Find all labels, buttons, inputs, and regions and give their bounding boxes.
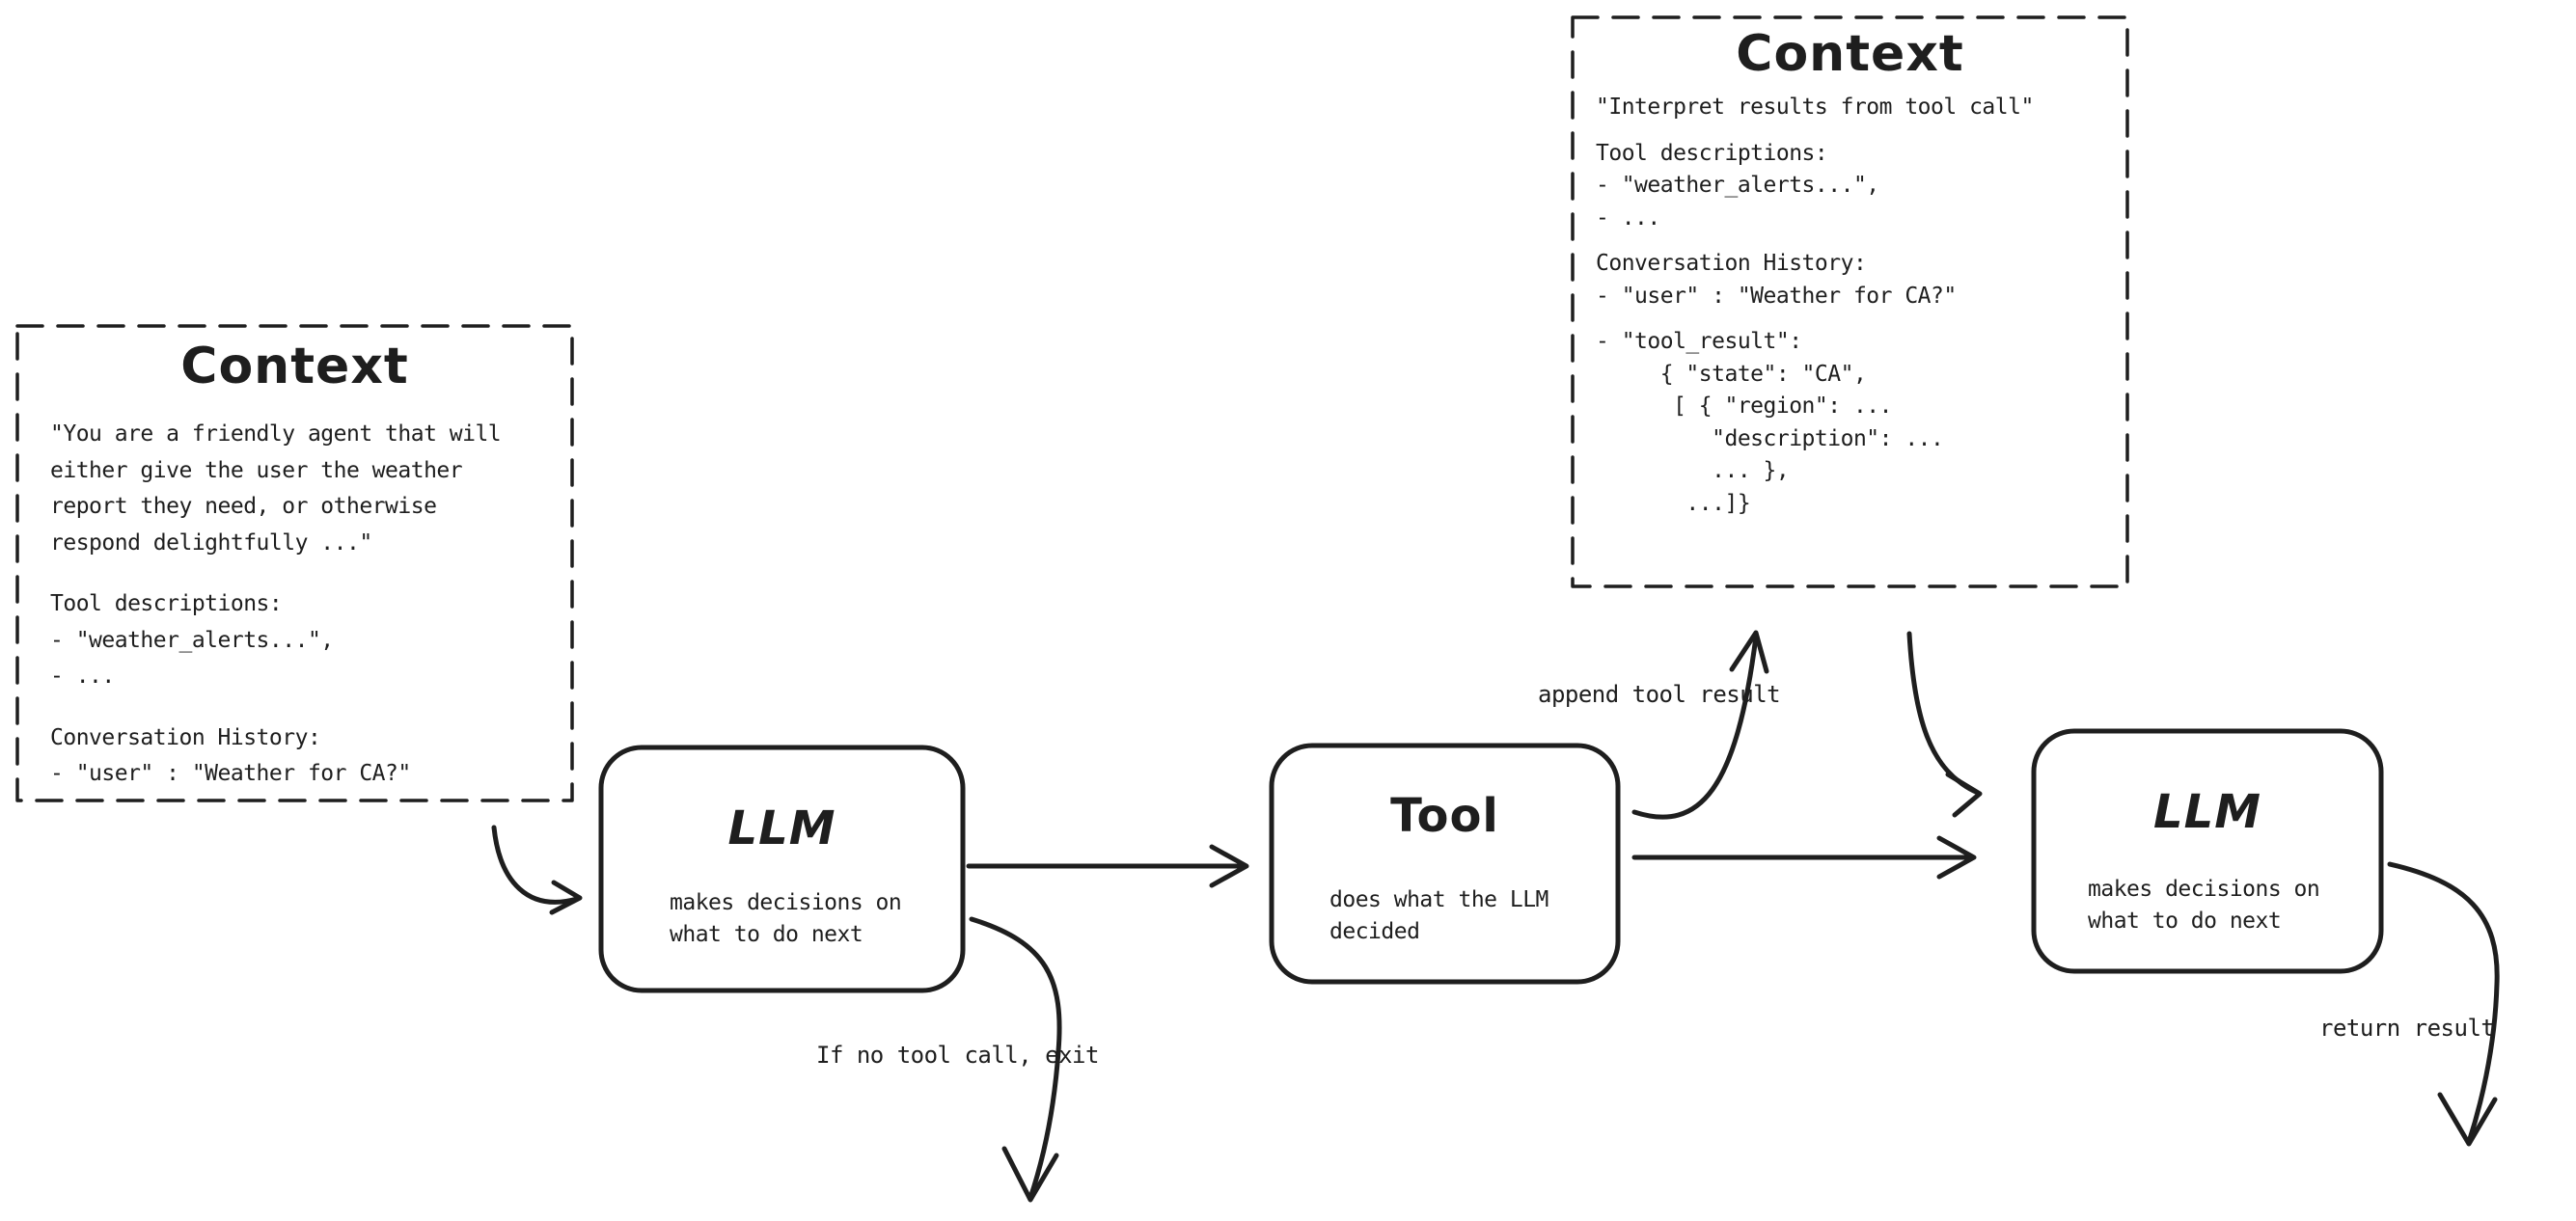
llm2-node-title: LLM [2153,785,2261,839]
context-after-tool-line: Tool descriptions: [1596,140,1828,166]
context-initial-title: Context [180,338,409,395]
context-after-tool-line: { "state": "CA", [1596,361,1867,387]
arrow-llm2-return [2387,861,2500,1145]
tool-node-desc: does what the LLM decided [1329,884,1548,948]
context-initial-line [50,561,552,586]
arrow-llm1-exit [969,916,1062,1201]
llm2-node-outline [2031,728,2384,974]
context-after-tool-line: ...]} [1596,490,1751,516]
llm1-desc-line: what to do next [670,922,863,947]
arrowhead-tool-to-context-after-tool [1729,630,1769,674]
context-initial-line: - "user" : "Weather for CA?" [50,761,411,786]
llm1-node-title: LLM [727,801,836,855]
context-after-tool-line: "description": ... [1596,425,1944,451]
context-initial-line: - "weather_alerts...", [50,627,334,653]
llm1-node-desc: makes decisions on what to do next [670,887,902,951]
arrow-context-after-tool-to-llm2 [1906,631,1981,796]
context-after-tool-body: "Interpret results from tool call" Tool … [1596,92,2107,520]
tool-node-outline [1269,743,1621,985]
llm2-node-desc: makes decisions on what to do next [2088,874,2320,937]
context-initial-line: either give the user the weather [50,457,463,483]
context-after-tool-line: Conversation History: [1596,251,1867,276]
context-after-tool-line: ... }, [1596,458,1790,483]
arrow-context-initial-to-llm1 [491,825,580,905]
arrowhead-tool-to-llm2 [1936,835,1977,880]
llm2-desc-line: makes decisions on [2088,877,2320,902]
arrowhead-llm2-return [2437,1092,2498,1147]
context-initial-line: report they need, or otherwise [50,494,437,519]
context-after-tool-line [1596,234,2107,248]
arrowhead-context-initial-to-llm1 [549,880,583,915]
context-after-tool-line: - ... [1596,204,1660,231]
context-after-tool-title: Context [1736,25,1964,83]
arrow-tool-to-context-after-tool [1631,634,1759,820]
context-after-tool-line: - "weather_alerts...", [1596,173,1879,198]
context-after-tool-line [1596,312,2107,326]
context-initial-line: respond delightfully ..." [50,529,372,556]
arrowhead-llm1-exit [1001,1146,1059,1203]
context-initial-line: - ... [50,664,115,689]
tool-desc-line: does what the LLM [1329,887,1548,912]
tool-node-title: Tool [1390,789,1499,843]
context-initial-line [50,695,552,720]
context-after-tool-line: - "tool_result": [1596,329,1802,354]
context-initial-line: "You are a friendly agent that will [50,421,502,447]
context-after-tool-line [1596,124,2107,138]
append-tool-result-label: append tool result [1538,681,1781,708]
context-after-tool-line: - "user" : "Weather for CA?" [1596,283,1957,309]
context-initial-box-outline [15,324,574,802]
context-initial-line: Conversation History: [50,724,321,750]
tool-desc-line: decided [1329,919,1420,944]
context-after-tool-line: "Interpret results from tool call" [1596,95,2034,120]
context-initial-line: Tool descriptions: [50,591,283,616]
context-after-tool-line: [ { "region": ... [1596,393,1892,419]
llm1-node-outline [598,745,966,993]
return-result-label: return result [2319,1015,2495,1042]
llm2-desc-line: what to do next [2088,909,2282,934]
context-after-tool-box-outline [1571,15,2129,588]
context-initial-body: "You are a friendly agent that will eith… [50,417,552,793]
arrowhead-llm1-to-tool [1209,844,1249,888]
if-no-tool-call-exit-label: If no tool call, exit [816,1042,1099,1069]
arrowhead-context-after-tool-to-llm2 [1945,772,1983,818]
llm1-desc-line: makes decisions on [670,890,902,915]
